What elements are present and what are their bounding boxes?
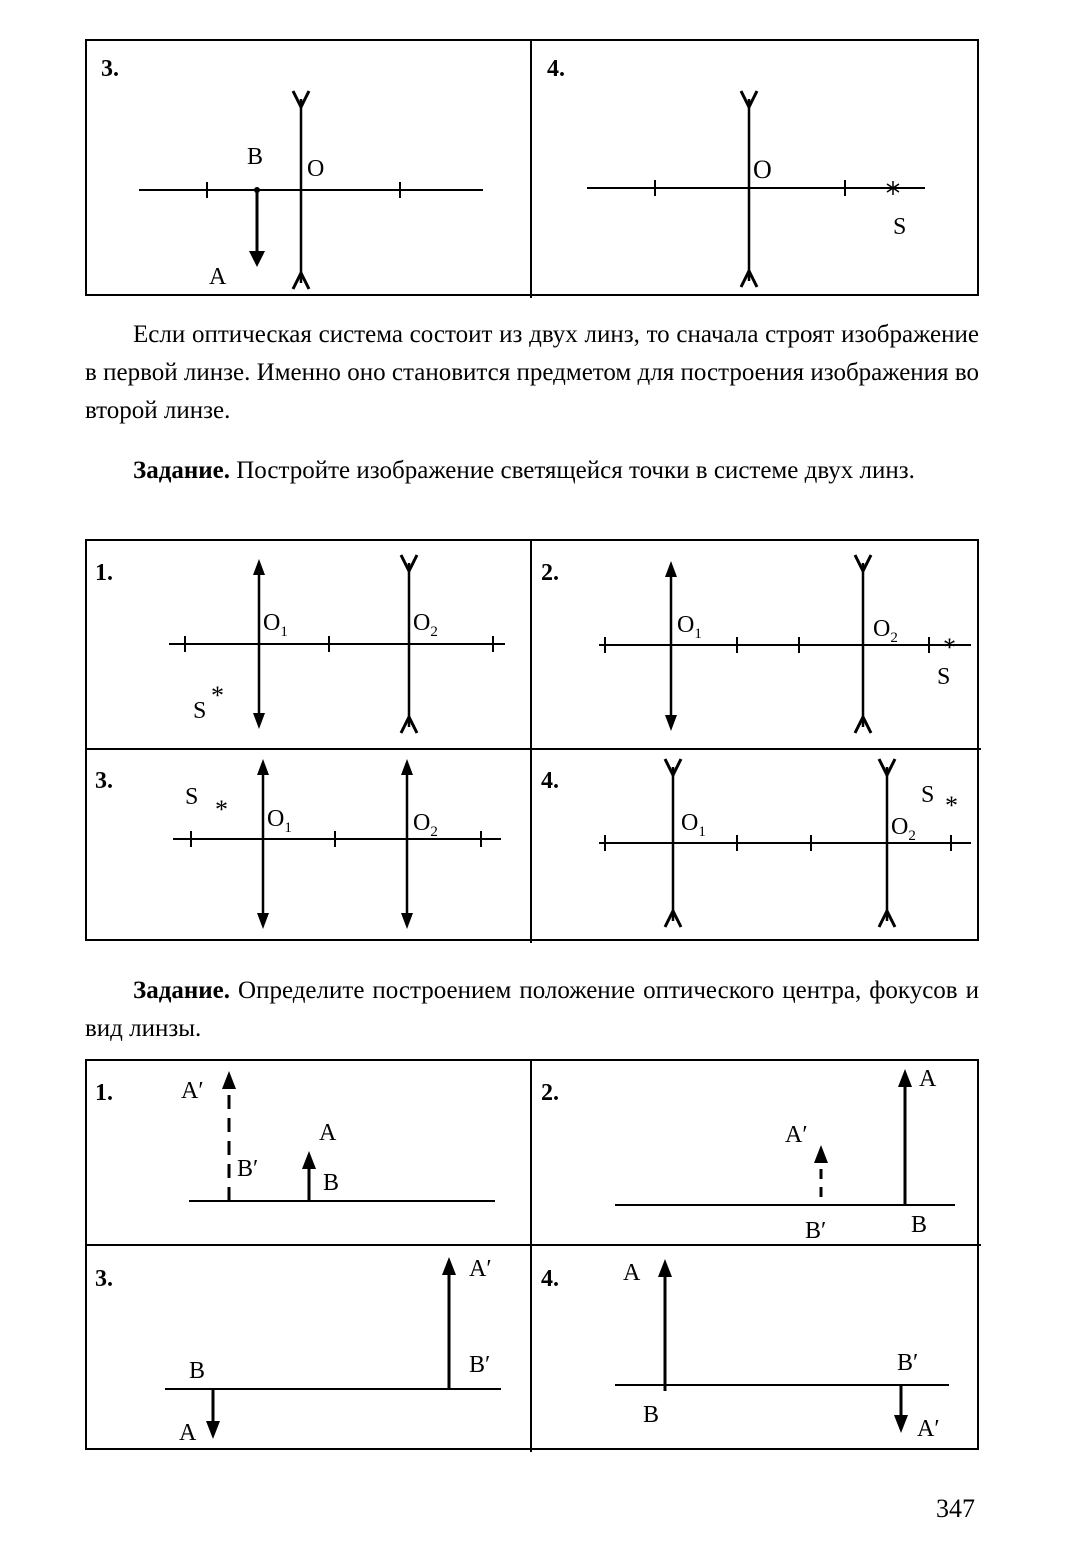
top-diagram-svg bbox=[139, 41, 925, 298]
task-text: Постройте изображение светящейся точки в… bbox=[230, 457, 915, 484]
cell-number: 1. bbox=[95, 1080, 113, 1106]
label-o2: O2 bbox=[413, 810, 438, 840]
label-a-prime: A′ bbox=[785, 1122, 808, 1148]
label-o1: O1 bbox=[681, 810, 706, 840]
cell-number: 2. bbox=[541, 1080, 559, 1106]
cell-number: 3. bbox=[95, 768, 113, 794]
label-o1: O1 bbox=[677, 612, 702, 642]
task-text: Определите построением положение оптичес… bbox=[85, 977, 979, 1042]
label-b: B bbox=[247, 144, 264, 170]
explanation-text: Если оптическая система состоит из двух … bbox=[85, 321, 979, 424]
label-a: A bbox=[919, 1066, 937, 1092]
label-s: S bbox=[921, 782, 935, 808]
label-o2: O2 bbox=[891, 814, 916, 844]
cell-number: 4. bbox=[541, 1266, 559, 1292]
label-a-prime: A′ bbox=[181, 1078, 204, 1104]
task-label: Задание. bbox=[133, 457, 230, 484]
label-s: S bbox=[185, 784, 199, 810]
label-b: B bbox=[189, 1358, 206, 1384]
label-a: A bbox=[179, 1420, 197, 1446]
cell-number: 3. bbox=[101, 56, 119, 82]
star-source: * bbox=[945, 791, 958, 820]
label-o1: O1 bbox=[263, 610, 288, 640]
star-source: * bbox=[211, 681, 224, 710]
label-a: A bbox=[209, 264, 227, 290]
task-paragraph-2: Задание. Определите построением положени… bbox=[85, 972, 979, 1048]
label-o2: O2 bbox=[873, 616, 898, 646]
label-b: B bbox=[911, 1212, 928, 1238]
label-a: A bbox=[319, 1120, 337, 1146]
label-o1: O1 bbox=[267, 806, 292, 836]
label-b-prime: B′ bbox=[469, 1352, 491, 1378]
explanation-paragraph: Если оптическая система состоит из двух … bbox=[85, 316, 979, 430]
cell-number: 3. bbox=[95, 1266, 113, 1292]
lens-find-svg bbox=[87, 1061, 981, 1452]
label-b: B bbox=[643, 1402, 660, 1428]
top-diagram-grid: 3. B O A 4. O S bbox=[85, 39, 979, 298]
cell-number: 1. bbox=[95, 560, 113, 586]
cell-number: 4. bbox=[541, 768, 559, 794]
star-source: * bbox=[943, 633, 956, 662]
label-o: O bbox=[307, 156, 325, 182]
label-a: A bbox=[623, 1260, 641, 1286]
task-label: Задание. bbox=[133, 977, 230, 1004]
label-o: O bbox=[753, 155, 772, 184]
label-s: S bbox=[193, 698, 207, 724]
label-b: B bbox=[323, 1170, 340, 1196]
cell-number: 2. bbox=[541, 560, 559, 586]
label-s: S bbox=[937, 664, 951, 690]
two-lens-grid: 1. O1 O2 S * 2. O1 O2 * S 3. S * O1 O2 4… bbox=[85, 539, 981, 943]
label-b-prime: B′ bbox=[897, 1350, 919, 1376]
task-paragraph-1: Задание. Постройте изображение светящейс… bbox=[85, 452, 979, 490]
page-number: 347 bbox=[936, 1494, 975, 1523]
label-o2: O2 bbox=[413, 610, 438, 640]
lens-find-grid: 1. A′ A B′ B 2. A A′ B′ B 3. A′ B B′ A 4… bbox=[85, 1059, 981, 1452]
label-b-prime: B′ bbox=[237, 1156, 259, 1182]
star-source: * bbox=[215, 795, 228, 824]
label-b-prime: B′ bbox=[805, 1218, 827, 1244]
label-s: S bbox=[893, 214, 907, 240]
cell-number: 4. bbox=[547, 56, 565, 82]
label-a-prime: A′ bbox=[917, 1416, 940, 1442]
label-a-prime: A′ bbox=[469, 1256, 492, 1282]
two-lens-svg bbox=[87, 541, 981, 943]
